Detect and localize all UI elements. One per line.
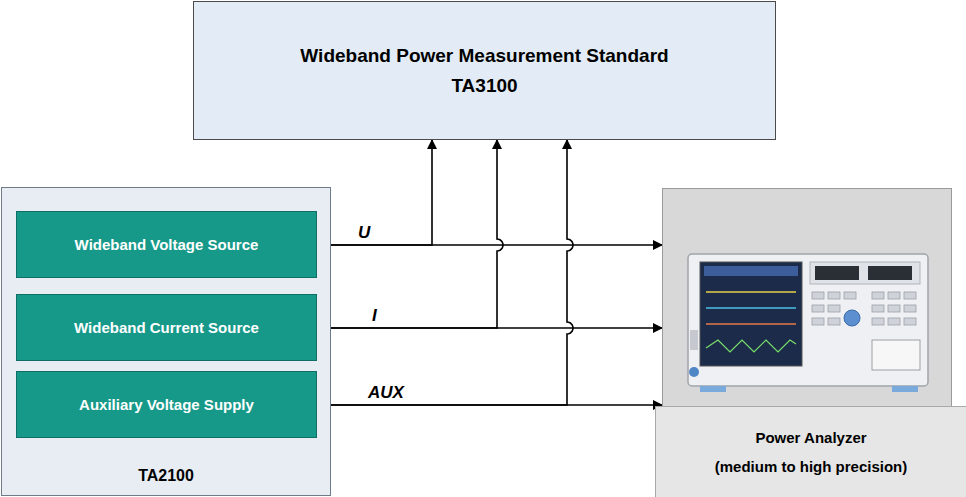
node-text: Wideband Power Measurement Standard bbox=[300, 45, 668, 67]
standard-box: Wideband Power Measurement StandardTA310… bbox=[193, 1, 776, 140]
analyzer-box: Power Analyzer (medium to high precision) bbox=[662, 188, 952, 497]
node-text: (medium to high precision) bbox=[715, 458, 908, 475]
signal-wire bbox=[317, 140, 432, 245]
node-text: Wideband Voltage Source bbox=[75, 236, 259, 253]
source-box: Auxiliary Voltage Supply bbox=[16, 371, 317, 438]
node-text: TA2100 bbox=[138, 467, 194, 485]
label-box: Power Analyzer (medium to high precision) bbox=[655, 406, 966, 497]
analyzer-photo bbox=[688, 254, 928, 392]
source-box: Wideband Current Source bbox=[16, 294, 317, 361]
node-text: Wideband Current Source bbox=[74, 319, 259, 336]
source-housing: TA2100 Wideband Voltage SourceWideband Cu… bbox=[1, 187, 331, 496]
node-text: Power Analyzer bbox=[755, 429, 866, 446]
node-text: Auxiliary Voltage Supply bbox=[79, 396, 254, 413]
signal-wire bbox=[317, 140, 503, 328]
signal-name: I bbox=[372, 306, 377, 326]
signal-name: AUX bbox=[368, 383, 404, 403]
source-box: Wideband Voltage Source bbox=[16, 211, 317, 278]
node-text: TA3100 bbox=[451, 75, 517, 97]
signal-wire bbox=[317, 140, 573, 405]
signal-name: U bbox=[358, 223, 370, 243]
